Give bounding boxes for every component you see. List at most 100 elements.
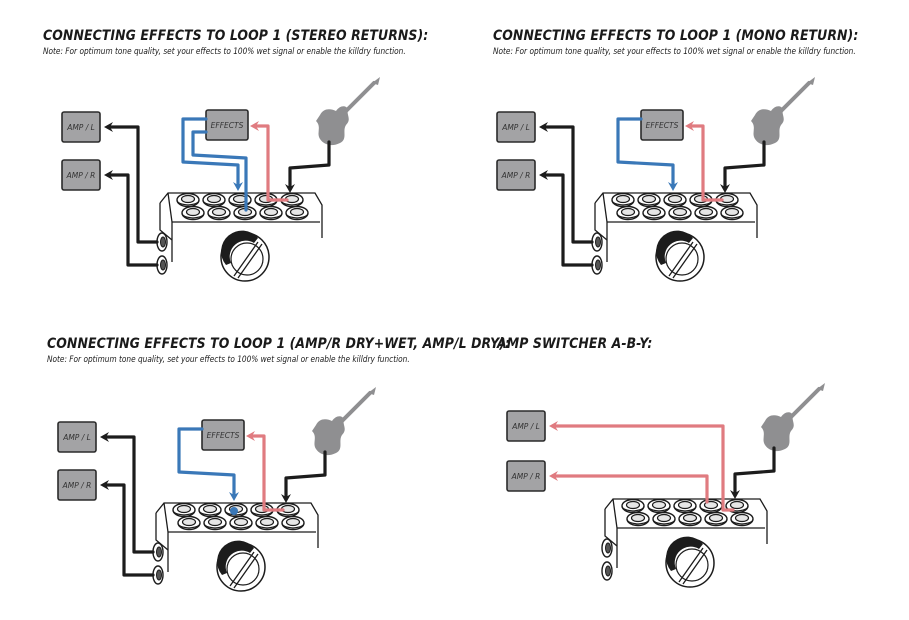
amp-left-box: AMP / L	[506, 410, 546, 442]
footswitch-icon	[172, 502, 196, 518]
pedal-unit	[591, 192, 758, 282]
footswitch-cap	[185, 207, 201, 217]
footswitch-icon	[229, 515, 253, 531]
footswitch-cap	[682, 513, 698, 523]
footswitch-skirt	[642, 212, 666, 219]
footswitch-icon	[285, 205, 309, 221]
footswitch-skirt	[202, 199, 226, 206]
effects-box-label: EFFECTS	[207, 431, 240, 440]
amp-right-box-rect	[61, 159, 101, 191]
footswitch-skirt	[678, 518, 702, 525]
footswitch-cap	[202, 504, 218, 514]
guitar-headstock	[817, 383, 825, 391]
footswitch-cap	[729, 500, 745, 510]
guitar-headstock	[807, 77, 815, 85]
footswitch-icon	[202, 192, 226, 208]
footswitch-cap	[724, 207, 740, 217]
output-cable-amp-right	[553, 474, 709, 504]
footswitch-skirt	[611, 199, 635, 206]
footswitch-icon	[699, 498, 723, 514]
arrow-return-icon	[233, 182, 243, 191]
pedal-side-edge	[163, 502, 169, 572]
footswitch-icon	[198, 502, 222, 518]
footswitch-icon	[694, 205, 718, 221]
footswitch-cap	[211, 207, 227, 217]
footswitch-icon	[678, 511, 702, 527]
send-cable	[689, 124, 724, 202]
footswitch-icon	[668, 205, 692, 221]
guitar-headstock	[368, 387, 376, 395]
footswitch-icon	[663, 192, 687, 208]
panel-title: CONNECTING EFFECTS TO LOOP 1 (STEREO RET…	[43, 28, 429, 44]
panel-note: Note: For optimum tone quality, set your…	[47, 355, 410, 365]
footswitch-skirt	[255, 522, 279, 529]
guitar-input-cable	[733, 446, 776, 494]
jack-inner	[156, 569, 162, 581]
guitar-body	[312, 416, 345, 456]
output-jack-icon	[156, 232, 168, 252]
footswitch-cap	[289, 207, 305, 217]
effects-box: EFFECTS	[205, 109, 249, 141]
footswitch-cap	[615, 194, 631, 204]
panel-note: Note: For optimum tone quality, set your…	[493, 47, 856, 57]
guitar-icon	[312, 387, 376, 456]
footswitch-skirt	[203, 522, 227, 529]
footswitch-cap	[630, 513, 646, 523]
amp-left-box: AMP / L	[57, 421, 97, 453]
footswitch-skirt	[689, 199, 713, 206]
amp-left-box-label: AMP / L	[501, 123, 530, 132]
footswitch-cap	[207, 517, 223, 527]
footswitch-icon	[621, 498, 645, 514]
diagram-group: AMP / L AMP / R	[506, 383, 825, 588]
jack-inner	[595, 259, 601, 271]
footswitch-skirt	[177, 522, 201, 529]
footswitch-icon	[203, 515, 227, 531]
footswitch-skirt	[694, 212, 718, 219]
footswitch-cap	[176, 504, 192, 514]
footswitch-cap	[620, 207, 636, 217]
amp-left-box-rect	[61, 111, 101, 143]
footswitch-icon	[616, 205, 640, 221]
output-cable-amp-left	[104, 435, 155, 554]
footswitch-skirt	[276, 509, 300, 516]
footswitch-skirt	[228, 199, 252, 206]
arrow-input-icon	[730, 490, 740, 499]
amp-left-box-rect	[496, 111, 536, 143]
knob-icon	[216, 540, 266, 592]
footswitch-icon	[673, 498, 697, 514]
footswitch-icon	[720, 205, 744, 221]
arrow-input-icon	[285, 184, 295, 193]
output-cable-amp-left	[553, 424, 735, 512]
knob-shadow	[221, 230, 258, 265]
arrow-input-icon	[281, 494, 291, 503]
amp-right-box: AMP / R	[506, 460, 546, 492]
footswitch-skirt	[207, 212, 231, 219]
footswitch-skirt	[647, 505, 671, 512]
footswitch-cap	[263, 207, 279, 217]
amp-left-box-rect	[57, 421, 97, 453]
guitar-body	[751, 106, 784, 146]
footswitch-cap	[646, 207, 662, 217]
footswitch-cap	[672, 207, 688, 217]
footswitch-skirt	[715, 199, 739, 206]
effects-box-label: EFFECTS	[646, 121, 679, 130]
effects-box: EFFECTS	[640, 109, 684, 141]
amp-left-box-rect	[506, 410, 546, 442]
return-cable-right	[191, 130, 248, 212]
knob-shadow	[217, 540, 254, 575]
footswitch-skirt	[637, 199, 661, 206]
footswitch-skirt	[616, 212, 640, 219]
effects-box-rect	[640, 109, 684, 141]
arrow-amp-left-icon	[539, 122, 548, 132]
footswitch-skirt	[259, 212, 283, 219]
arrow-amp-right-icon	[104, 170, 113, 180]
pedal-side-edge	[167, 192, 173, 262]
footswitch-skirt	[181, 212, 205, 219]
return-cable-left	[177, 427, 236, 496]
wiring-diagram: AMP / L AMP / R	[506, 383, 825, 588]
pedal-top-edge	[155, 502, 319, 548]
pedal-unit	[156, 192, 323, 282]
